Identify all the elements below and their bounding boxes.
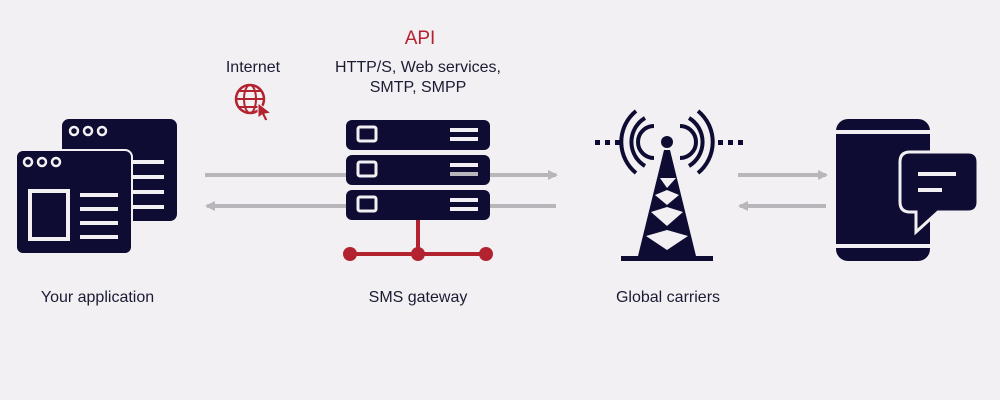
api-protocols-line1: HTTP/S, Web services, — [335, 59, 501, 76]
gateway-label: SMS gateway — [368, 289, 468, 306]
application-label: Your application — [40, 289, 155, 306]
server-rack-icon — [343, 120, 493, 261]
carrier-phone-arrows — [738, 170, 828, 211]
internet-label: Internet — [225, 59, 281, 76]
globe-cursor-icon — [234, 83, 273, 122]
cell-tower-icon — [595, 109, 743, 261]
browser-windows-icon — [15, 119, 177, 255]
carriers-label: Global carriers — [615, 289, 721, 306]
api-protocols-line2: SMTP, SMPP — [369, 79, 467, 96]
api-title: API — [404, 28, 436, 49]
phone-message-icon — [836, 119, 980, 261]
